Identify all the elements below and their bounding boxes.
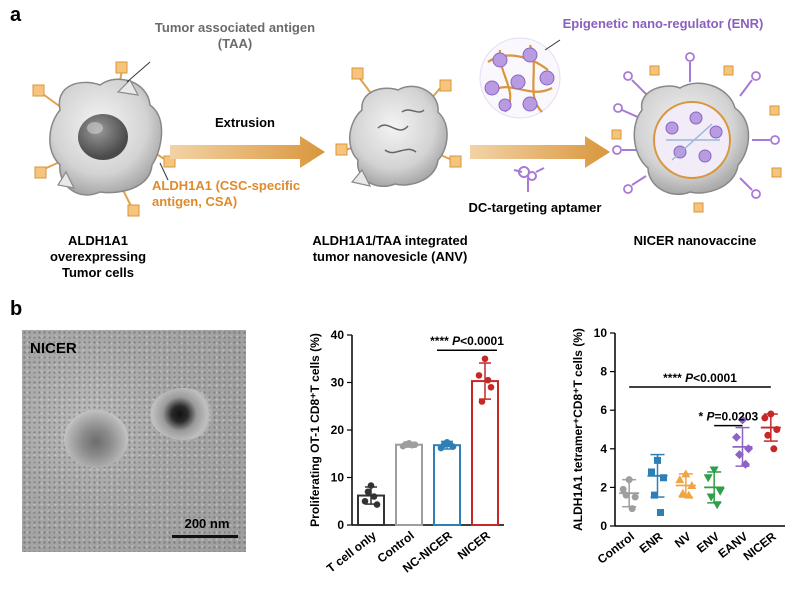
tem-label: NICER	[30, 340, 77, 357]
data-point	[687, 480, 697, 489]
data-point	[475, 372, 483, 379]
extrusion-label: Extrusion	[215, 115, 275, 130]
tem-vesicle-2	[150, 388, 216, 440]
panel-a-schematic	[32, 37, 782, 217]
data-point	[651, 491, 658, 499]
bar	[433, 444, 461, 526]
significance-2-label: * P=0.0203	[698, 410, 758, 424]
data-point	[625, 476, 633, 484]
y-tick-label: 2	[600, 480, 607, 494]
enr-illustration	[479, 37, 561, 119]
x-tick-label: Control	[595, 529, 637, 566]
data-point	[678, 488, 688, 497]
data-point	[770, 445, 778, 453]
chart-aldh1a1-tetramer: 0 2 4 6 8 10 ALDH1A1 tetramer⁺CD8⁺T cells (%) *…	[571, 326, 785, 567]
y-tick-label: 4	[600, 442, 607, 456]
anv-caption: ALDH1A1/TAA integrated tumor nanovesicle…	[312, 233, 468, 264]
data-point	[408, 441, 416, 449]
nicer-illustration	[611, 52, 782, 213]
y-tick-label: 10	[331, 471, 345, 485]
tumor-cell-illustration	[32, 61, 176, 217]
data-point	[367, 482, 375, 489]
data-point	[684, 490, 694, 499]
data-point	[622, 491, 630, 499]
y-tick-label: 6	[600, 403, 607, 417]
extrusion-arrow	[170, 136, 325, 168]
data-point	[446, 440, 454, 448]
data-point	[764, 431, 772, 439]
significance-1-label: **** P<0.0001	[663, 371, 737, 385]
y-tick-label: 0	[600, 519, 607, 533]
aptamer-label: DC-targeting aptamer	[468, 200, 602, 215]
enr-label: Epigenetic nano-regulator (ENR)	[562, 16, 764, 31]
y-axis-label: Proliferating OT-1 CD8⁺T cells (%)	[308, 333, 322, 527]
tumor-cell-caption: ALDH1A1 overexpressing Tumor cells	[49, 233, 147, 280]
data-point	[709, 466, 719, 475]
data-point	[657, 508, 664, 516]
data-point	[648, 468, 655, 476]
y-tick-label: 40	[331, 328, 345, 342]
data-point	[767, 410, 775, 418]
y-axis-label: ALDH1A1 tetramer⁺CD8⁺T cells (%)	[571, 328, 585, 531]
panel-a-letter: a	[10, 4, 22, 26]
panel-b-letter: b	[10, 298, 23, 320]
data-point	[660, 474, 667, 482]
data-point	[738, 415, 747, 425]
csa-label: ALDH1A1 (CSC-specific antigen, CSA)	[152, 178, 301, 209]
x-tick-label: ENR	[637, 529, 666, 556]
data-point	[481, 355, 489, 363]
y-tick-label: 20	[331, 423, 345, 437]
aptamer-illustration	[513, 166, 545, 192]
data-point	[654, 456, 661, 464]
data-point	[440, 441, 448, 449]
data-point	[761, 414, 769, 422]
data-point	[681, 469, 691, 478]
data-point	[773, 426, 781, 433]
data-point	[735, 450, 744, 460]
data-point	[741, 459, 750, 469]
data-point	[361, 497, 369, 505]
data-point	[675, 475, 685, 484]
data-point	[370, 493, 378, 500]
x-tick-label: T cell only	[324, 528, 379, 575]
data-point	[703, 474, 713, 483]
tem-vesicle-1	[64, 410, 128, 468]
data-point	[712, 501, 722, 510]
data-point	[478, 398, 486, 405]
data-point	[373, 501, 381, 508]
data-point	[619, 485, 627, 493]
data-point	[484, 376, 492, 384]
y-tick-label: 0	[337, 518, 344, 532]
data-point	[715, 487, 725, 496]
y-tick-label: 30	[331, 376, 345, 390]
data-point	[706, 493, 716, 502]
scale-bar	[172, 535, 238, 538]
data-point	[744, 444, 753, 454]
chart-proliferating-ot1: 0 10 20 30 40 Proliferating OT-1 CD8⁺T cells …	[308, 328, 504, 575]
x-tick-label: NICER	[741, 529, 779, 563]
data-point	[631, 493, 639, 501]
data-point	[364, 488, 372, 496]
nicer-caption: NICER nanovaccine	[633, 233, 757, 248]
data-point	[732, 432, 741, 442]
bar	[395, 443, 423, 526]
x-tick-label: NV	[672, 529, 694, 550]
data-point	[402, 440, 410, 448]
taa-label: Tumor associated antigen (TAA)	[154, 20, 316, 51]
assembly-arrow	[470, 136, 610, 168]
significance-label: **** P<0.0001	[430, 334, 504, 348]
anv-illustration	[335, 67, 462, 188]
data-point	[487, 383, 495, 391]
data-point	[628, 505, 636, 513]
y-tick-label: 8	[600, 365, 607, 379]
tem-image: NICER 200 nm	[22, 330, 246, 552]
y-tick-label: 10	[594, 326, 608, 340]
x-tick-label: NICER	[455, 528, 493, 562]
scale-bar-label: 200 nm	[184, 516, 230, 531]
